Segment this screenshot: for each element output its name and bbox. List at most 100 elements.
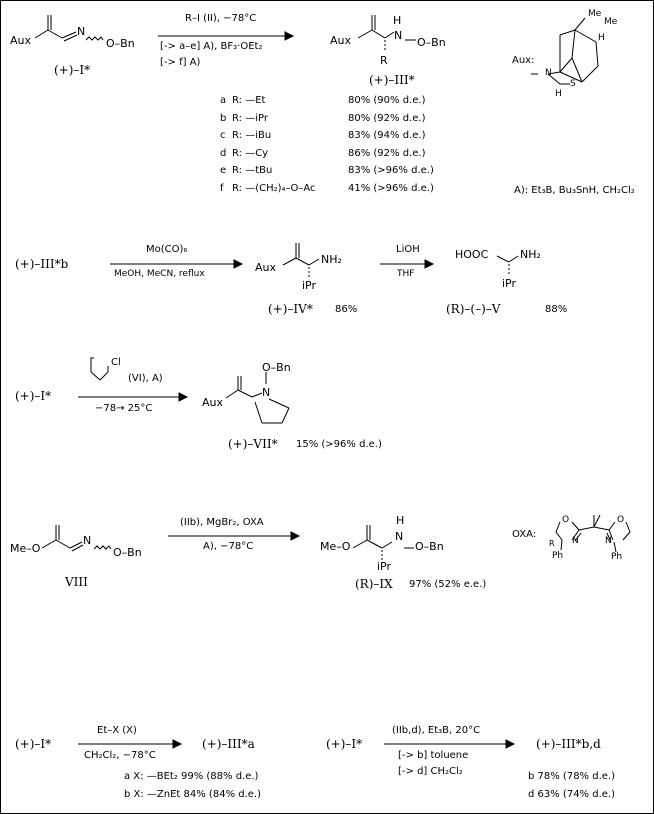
ipr-label-3: iPr [377,560,392,573]
row-e-yield: 83% (>96% d.e.) [348,165,434,176]
nitrogen-label-2: N [394,29,403,42]
oxa-oxygen-1: O [562,515,570,525]
compound-I-start-5b: (+)–I* [326,737,363,751]
condition-reflux: MeOH, MeCN, reflux [114,269,205,279]
reagent-VI-label: (VI), A) [128,373,163,384]
reagent-line-4a: (IIb), MgBr₂, OXA [180,517,264,528]
compound-IX-bonds [352,525,414,560]
compound-III-label: (+)–III* [369,73,415,87]
row-a-id: a [220,95,227,106]
compound-I-start-3: (+)–I* [15,389,52,403]
compound-VII-label: (+)–VII* [228,437,278,451]
row-d-yield: d 63% (74% d.e.) [528,789,615,800]
nitrogen-label-4: N [83,534,92,547]
compound-I-bonds [34,15,104,42]
aux-label: Aux [10,34,32,47]
obn-label-4: O–Bn [113,546,142,559]
compound-IV-yield: 86% [335,304,358,315]
compound-I-label: (+)–I* [54,63,91,77]
oxa-definition-label: OXA: [512,529,537,540]
compound-III-bonds [357,15,416,52]
arrow-4 [78,392,189,402]
obn-label: O–Bn [106,37,135,50]
row-d-yield: 86% (92% d.e.) [348,147,426,159]
nitrogen-label-3: N [262,386,271,399]
compound-VII-yield: 15% (>96% d.e.) [296,439,382,450]
obn-label-2: O–Bn [417,36,446,49]
reagent-line-4b: A), −78°C [203,541,254,552]
reagent-et-x: Et–X (X) [97,725,137,736]
arrow-2 [110,259,244,269]
row-f-substituent: R: —(CH₂)₄–O–Ac [232,182,316,194]
row-c-substituent: R: —iBu [232,130,272,141]
compound-V-yield: 88% [545,304,568,315]
oxa-oxygen-2: O [617,515,625,525]
oxa-phenyl-1: Ph [552,551,564,561]
oxa-phenyl-2: Ph [611,552,623,562]
row-d-id: d [220,147,227,159]
reagent-VI-bonds [90,357,109,381]
compound-IX-yield: 97% (52% e.e.) [409,579,487,590]
compound-IV-label: (+)–IV* [268,302,313,316]
obn-label-3: O–Bn [262,361,291,374]
row-f-id: f [220,182,224,194]
ipr-label-2: iPr [502,277,517,290]
hooc-label: HOOC [455,248,489,261]
oxa-nitrogen-2: N [605,536,612,546]
reagent-line-1: R–I (II), −78°C [185,13,257,24]
nh2-label: NH₂ [321,253,342,266]
compound-V-label: (R)–(–)–V [446,302,501,316]
row-a-yield: 80% (90% d.e.) [348,95,426,106]
row-d-substituent: R: —Cy [232,147,269,159]
aux-label-2: Aux [330,34,352,47]
compound-I-start-5a: (+)–I* [15,737,52,751]
condition-temperature: −78→ 25°C [95,403,153,414]
compound-VIII-bonds [41,525,112,552]
aux-nitrogen: N [545,68,552,78]
reagent-et3b: (IIb,d), Et₃B, 20°C [392,725,481,736]
row-f-yield: 41% (>96% d.e.) [348,182,434,194]
row-b-id: b [220,112,227,124]
compound-IIIa-product: (+)–III*a [202,737,255,751]
compound-VII-bonds [225,372,290,424]
compound-VIII-label: VIII [65,575,88,589]
oxa-stereo-r: R [549,539,555,548]
chloride-label: Cl [111,357,121,368]
aux-sulfur: S [570,79,576,89]
row-b-substituent: R: —iPr [232,112,268,124]
ipr-label: iPr [302,279,317,292]
row-x-bet2: a X: —BEt₂ 99% (88% d.e.) [124,771,259,782]
arrow-3 [380,259,435,269]
obn-label-5: O–Bn [415,540,444,553]
oxa-ligand-bonds [555,514,631,553]
row-b-yield: b 78% (78% d.e.) [528,771,615,782]
compound-IIIbd-product: (+)–III*b,d [536,737,601,751]
condition-ch2cl2: CH₂Cl₂, −78°C [84,750,156,761]
aux-label-3: Aux [255,261,277,274]
condition-A-note: A): Et₃B, Bu₃SnH, CH₂Cl₂ [514,185,635,196]
methoxy-label: Me–O [10,542,41,555]
nh-h-label-2: H [396,514,405,527]
condition-ch2cl2-2: [-> d] CH₂Cl₂ [398,766,463,777]
aux-definition-label: Aux: [512,55,535,66]
row-x-znet: b X: —ZnEt 84% (84% d.e.) [124,789,262,800]
condition-thf: THF [397,269,415,279]
row-c-id: c [220,130,226,141]
oxa-nitrogen-1: N [572,536,579,546]
aux-camphor-bonds [531,17,599,85]
row-b-yield: 80% (92% d.e.) [348,112,426,124]
compound-IIIb-start: (+)–III*b [15,257,69,271]
arrow-7 [384,739,516,749]
r-group-label: R [380,54,388,67]
nh-h-label: H [393,14,402,27]
row-c-yield: 83% (94% d.e.) [348,130,426,141]
reagent-lioh: LiOH [396,244,420,255]
row-a-substituent: R: —Et [232,95,266,106]
aux-methyl-1: Me [588,9,602,19]
compound-V-bonds [496,255,519,276]
condition-toluene: [-> b] toluene [398,750,469,761]
aux-methyl-2: Me [604,17,618,27]
aux-label-4: Aux [202,396,224,409]
methoxy-label-2: Me–O [320,540,351,553]
